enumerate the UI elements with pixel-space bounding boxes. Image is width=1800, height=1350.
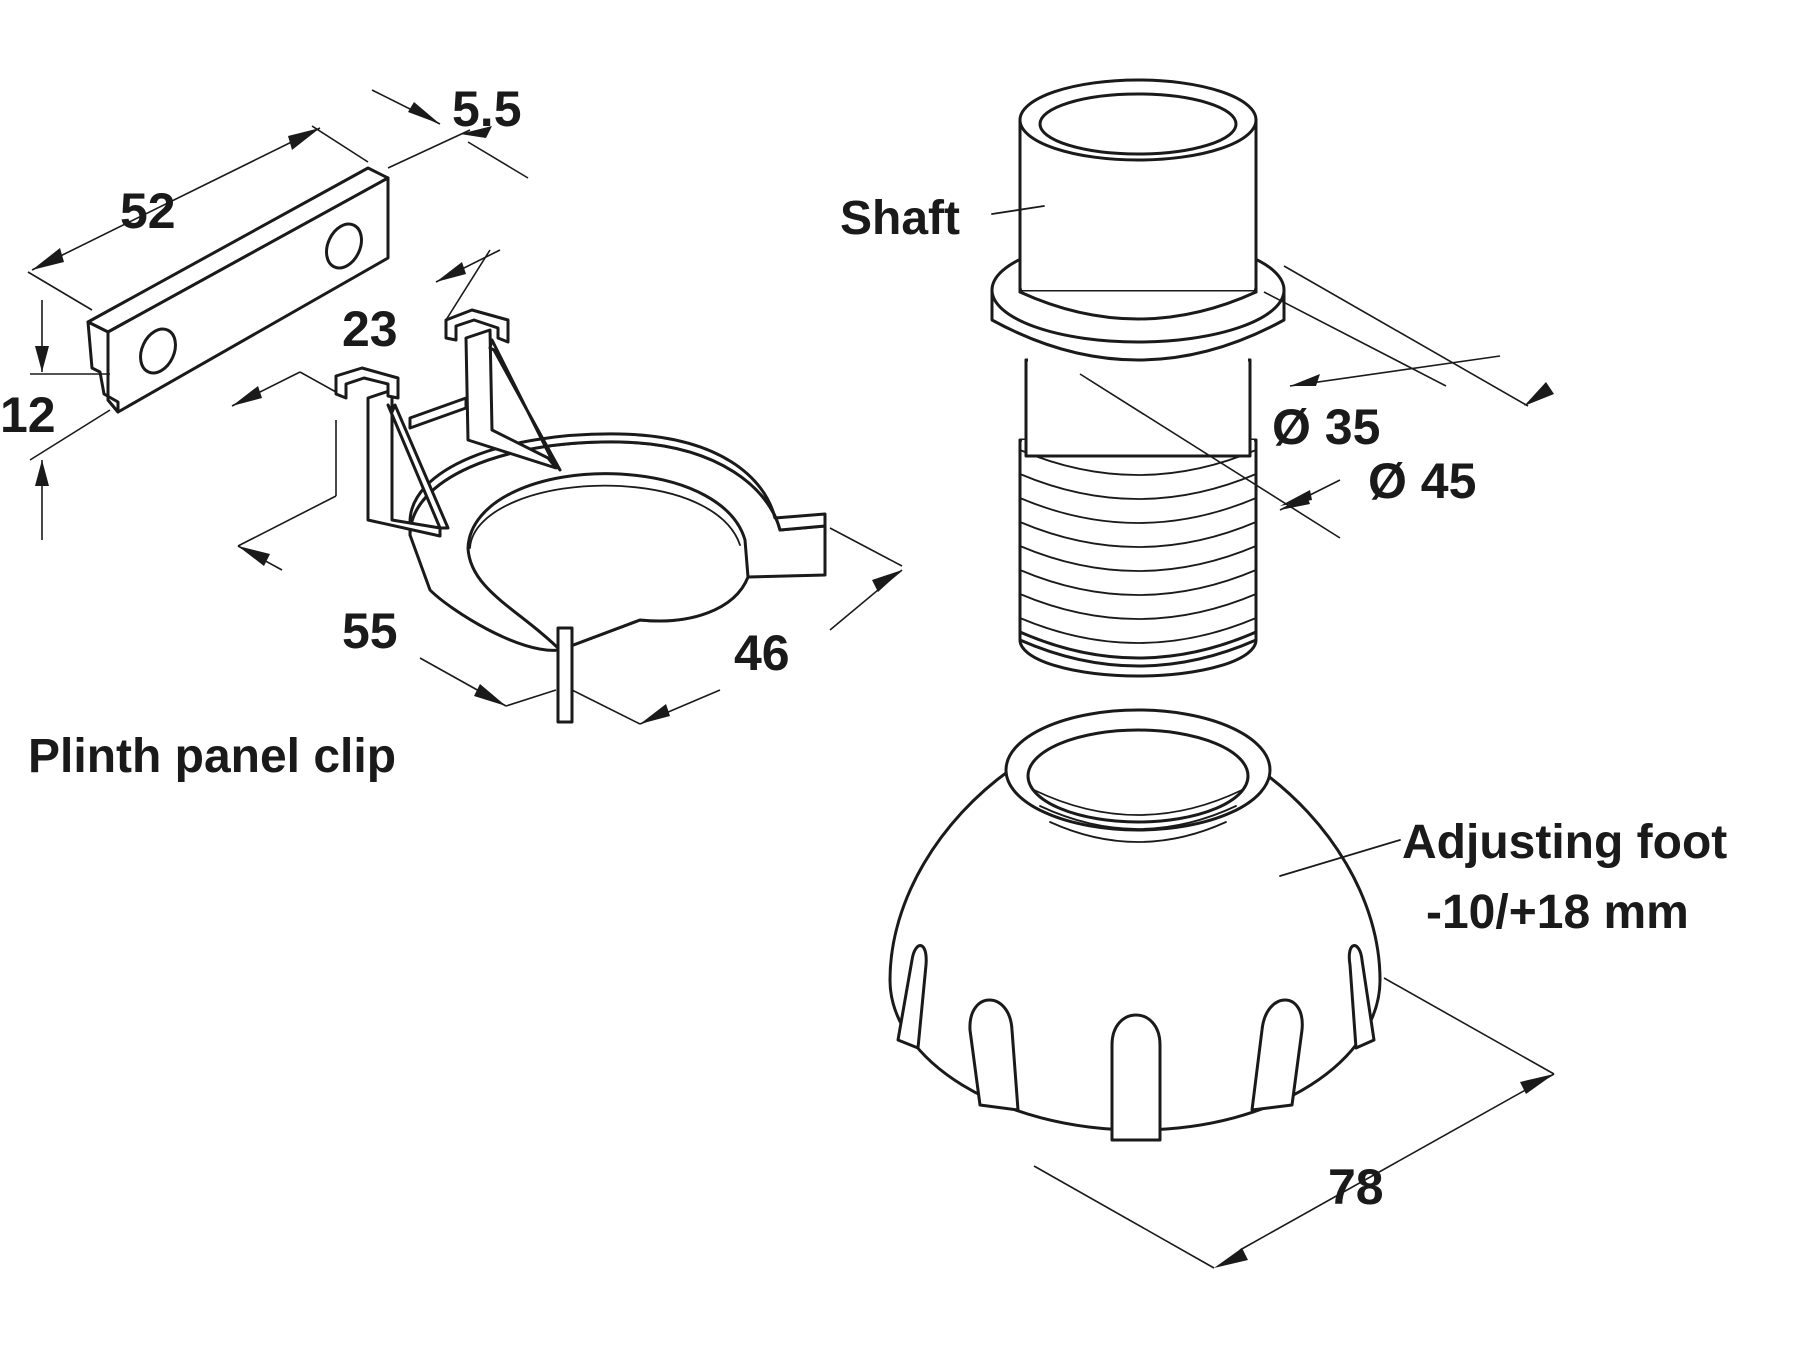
clip-label: Plinth panel clip: [28, 730, 396, 783]
clip-bar: [86, 166, 390, 414]
shaft-label: Shaft: [840, 192, 960, 245]
foot-name-label: Adjusting foot: [1402, 816, 1727, 869]
shaft-part: [990, 78, 1286, 678]
dim-12-label: 12: [0, 387, 56, 443]
dim-5-5-label: 5.5: [452, 81, 522, 137]
dim-55-label: 55: [342, 603, 398, 659]
adjusting-foot-part: [888, 708, 1382, 1142]
dim-78-label: 78: [1328, 1159, 1384, 1215]
dimension-lines: [27, 89, 1555, 1269]
dim-52-label: 52: [120, 183, 176, 239]
dim-46-label: 46: [734, 625, 790, 681]
clip-body: [334, 308, 827, 724]
dim-45-label: Ø 45: [1368, 453, 1476, 509]
foot-range-label: -10/+18 mm: [1426, 886, 1689, 939]
dim-35-label: Ø 35: [1272, 399, 1380, 455]
dim-23-label: 23: [342, 301, 398, 357]
